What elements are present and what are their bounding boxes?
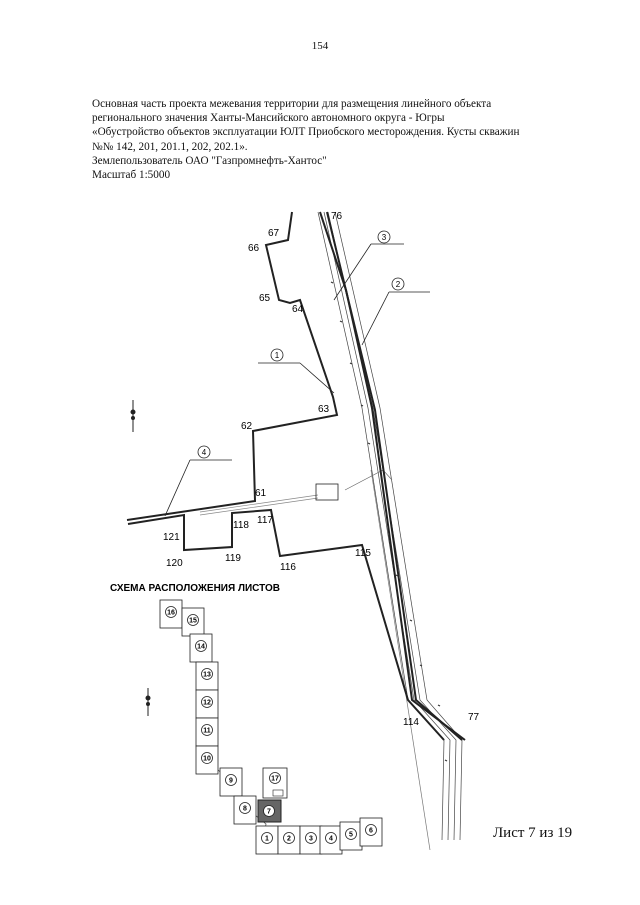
callout-number: 2 — [396, 280, 401, 289]
schema-sheet-1: 1 — [255, 825, 279, 855]
point-label: 114 — [403, 717, 419, 728]
schema-sheet-13: 13 — [195, 661, 219, 691]
schema-sheet-6: 6 — [359, 817, 383, 847]
schema-sheet-number: 12 — [203, 700, 211, 707]
point-label: 63 — [318, 404, 330, 415]
point-label: 117 — [257, 515, 273, 526]
schema-sheet-number: 2 — [287, 836, 291, 843]
point-label: 121 — [163, 532, 180, 543]
point-label: 118 — [233, 520, 249, 531]
schema-sheet-number: 15 — [189, 618, 197, 625]
point-label: 61 — [255, 488, 267, 499]
point-label: 65 — [259, 293, 271, 304]
schema-sheet-11: 11 — [195, 717, 219, 747]
road-corridor — [199, 211, 463, 851]
schema-sheet-number: 7 — [267, 809, 271, 816]
schema-sheet-5: 5 — [339, 821, 363, 851]
point-label: 116 — [280, 562, 296, 573]
point-label: 76 — [331, 211, 343, 222]
schema-sheet-9: 9 — [219, 767, 243, 797]
callout-number: 4 — [202, 448, 207, 457]
corridor-ticks — [330, 281, 448, 762]
boundary-lines — [126, 211, 466, 741]
schema-sheet-12: 12 — [195, 689, 219, 719]
schema-sheet-10: 10 — [195, 745, 219, 775]
schema-sheet-number: 14 — [197, 644, 205, 651]
callout-1: 1 — [258, 348, 335, 394]
point-label: 115 — [355, 548, 371, 559]
schema-sheet-number: 3 — [309, 836, 313, 843]
schema-sheet-number: 13 — [203, 672, 211, 679]
schema-sheet-number: 1 — [265, 836, 269, 843]
schema-sheet-4: 4 — [319, 825, 343, 855]
header-line: регионального значения Ханты-Мансийского… — [92, 112, 445, 125]
schema-title: СХЕМА РАСПОЛОЖЕНИЯ ЛИСТОВ — [110, 583, 280, 594]
point-label: 119 — [225, 553, 241, 564]
point-label: 120 — [166, 558, 183, 569]
sheet-label: Лист 7 из 19 — [493, 825, 573, 841]
north-arrow-icon — [130, 400, 136, 432]
schema-sheet-number: 5 — [349, 832, 353, 839]
schema-sheet-number: 16 — [167, 610, 175, 617]
schema-sheet-8: 8 — [233, 795, 257, 825]
schema-sheet-14: 14 — [189, 633, 213, 663]
point-label: 67 — [268, 228, 280, 239]
header-line: №№ 142, 201, 201.1, 202, 202.1». — [92, 140, 248, 153]
schema-sheet-15: 15 — [181, 607, 205, 637]
callout-4: 4 — [164, 445, 232, 517]
schema-sheet-number: 8 — [243, 806, 247, 813]
callout-2: 2 — [361, 277, 430, 346]
callout-3: 3 — [333, 230, 404, 301]
header-line: Масштаб 1:5000 — [92, 169, 171, 182]
page-number: 154 — [311, 40, 329, 52]
schema-sheet-17: 17 — [269, 772, 281, 784]
point-label: 77 — [468, 712, 480, 723]
point-label: 62 — [241, 421, 253, 432]
header-line: Основная часть проекта межевания террито… — [92, 98, 492, 110]
callout-number: 1 — [275, 351, 280, 360]
schema-sheet-number: 9 — [229, 778, 233, 785]
schema-sheet-2: 2 — [277, 825, 301, 855]
schema-sheet-number: 10 — [203, 756, 211, 763]
callout-number: 3 — [382, 233, 387, 242]
north-arrow-icon — [145, 688, 151, 716]
header-line: «Обустройство объектов эксплуатации ЮЛТ … — [92, 126, 520, 139]
schema-sheet-16: 16 — [159, 599, 183, 629]
schema-sheet-number: 11 — [203, 728, 211, 735]
schema-sheet-number: 4 — [329, 836, 333, 843]
document-header: Основная часть проекта межевания террито… — [92, 97, 562, 182]
schema-sheet-7: 7 — [263, 805, 275, 817]
schema-sheet-number: 17 — [271, 776, 279, 783]
schema-sheet-3: 3 — [299, 825, 323, 855]
point-label: 64 — [292, 304, 304, 315]
point-label: 66 — [248, 243, 260, 254]
header-line: Землепользователь ОАО "Газпромнефть-Хант… — [92, 154, 327, 167]
schema-sheet-number: 6 — [369, 828, 373, 835]
